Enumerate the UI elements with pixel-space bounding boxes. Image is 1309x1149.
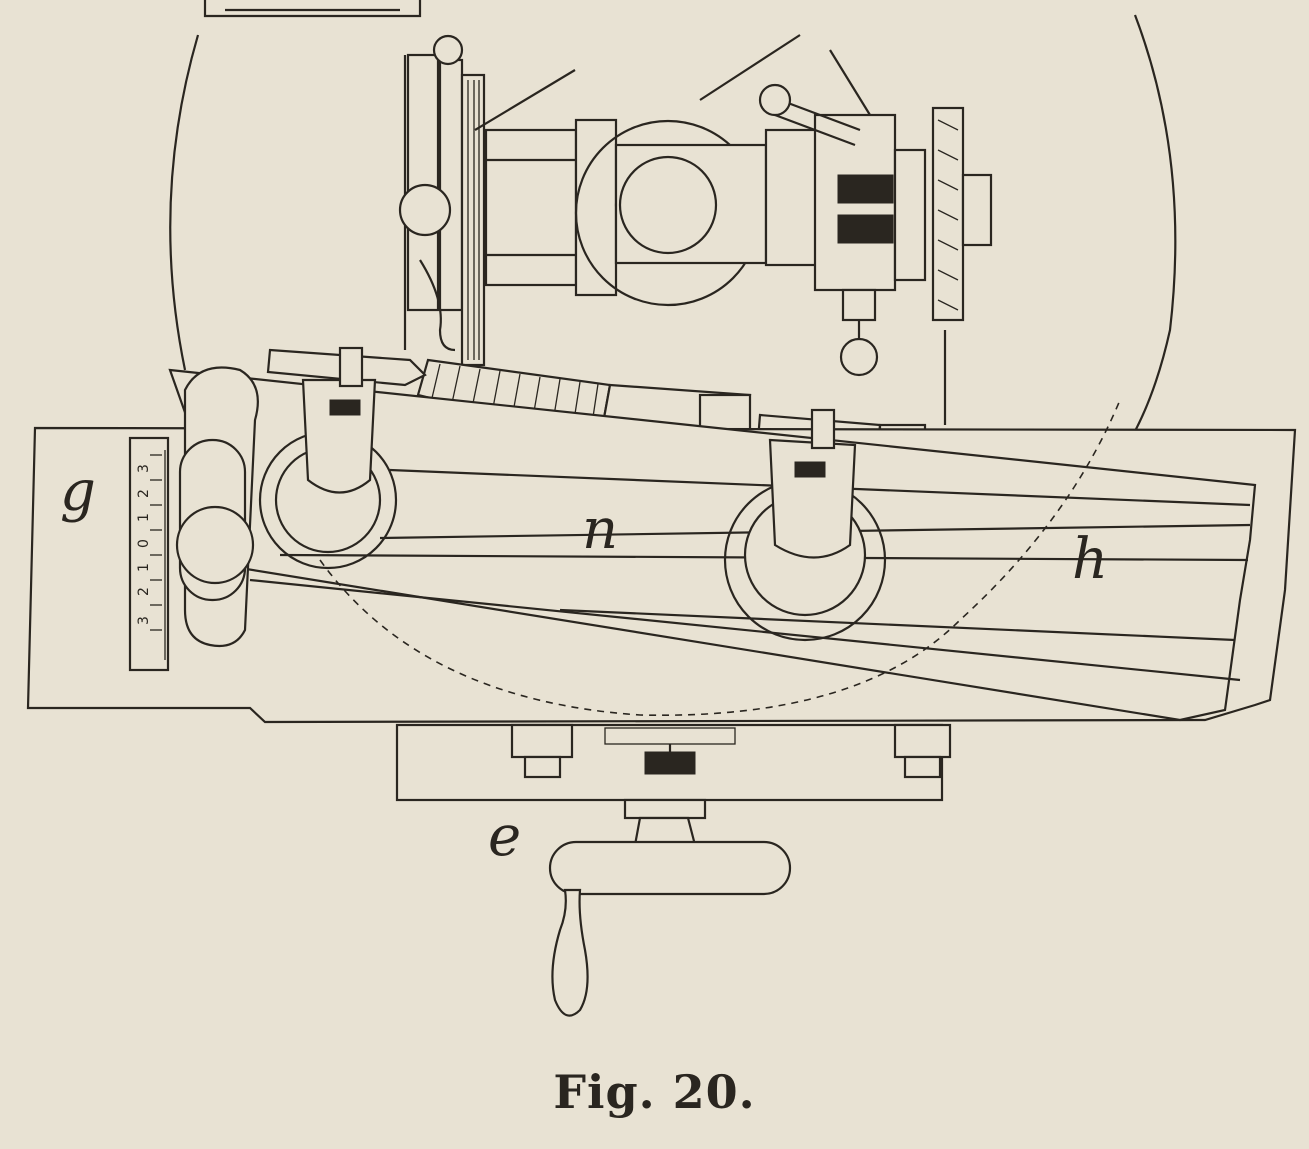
left-center-rest [258, 346, 398, 570]
angle-scale: 3 2 1 0 1 2 3 [136, 454, 162, 631]
figure-caption: Fig. 20. [553, 1065, 756, 1119]
scale-tick-4: 1 [136, 513, 152, 522]
top-fragment [203, 0, 422, 18]
scale-tick-2: 1 [136, 563, 152, 572]
label-e: e [488, 804, 521, 869]
scale-tick-3: 0 [136, 539, 152, 548]
scale-tick-5: 2 [136, 489, 152, 498]
lower-carriage [395, 723, 952, 802]
right-center-rest [723, 408, 887, 642]
grinding-head [398, 34, 993, 425]
dashed-swing-circle [319, 399, 1121, 717]
left-clamp-handle [175, 366, 259, 648]
label-n: n [582, 497, 618, 562]
label-h: h [1072, 527, 1108, 592]
scale-tick-1: 2 [136, 587, 152, 596]
hand-crank [548, 798, 792, 1017]
wheel-guard-circle [169, 14, 1177, 471]
scale-tick-6: 3 [136, 464, 152, 473]
scale-tick-0: 3 [136, 616, 152, 625]
label-g: g [60, 459, 96, 524]
right-wheel-texture [937, 119, 959, 311]
